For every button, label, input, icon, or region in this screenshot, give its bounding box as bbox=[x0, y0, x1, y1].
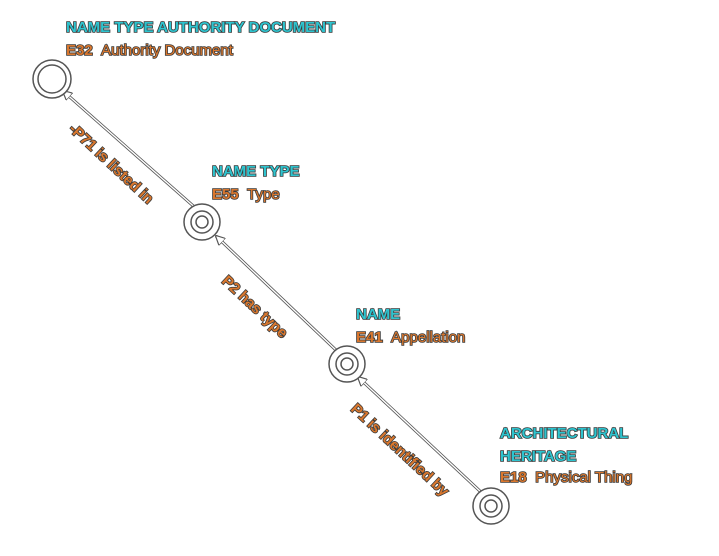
node-code-e18: E18 bbox=[500, 469, 527, 486]
node-title-e32: NAME TYPE AUTHORITY DOCUMENT bbox=[66, 19, 335, 36]
node-e55[interactable] bbox=[183, 203, 221, 241]
node-class-e55: Type bbox=[247, 186, 280, 203]
edge-p1[interactable] bbox=[358, 377, 484, 495]
node-code-e32: E32 bbox=[66, 42, 93, 59]
edge-p2[interactable] bbox=[216, 236, 340, 354]
node-title-e41: NAME bbox=[356, 306, 400, 323]
node-class-e32: Authority Document bbox=[101, 42, 234, 59]
node-code-e41: E41 bbox=[356, 329, 383, 346]
node-title-e55: NAME TYPE bbox=[212, 163, 300, 180]
edge-p71[interactable] bbox=[63, 91, 200, 213]
node-e32[interactable] bbox=[32, 59, 72, 99]
node-title-e18-line2: HERITAGE bbox=[500, 448, 576, 465]
node-code-e55: E55 bbox=[212, 186, 239, 203]
node-e18[interactable] bbox=[472, 487, 510, 525]
node-subtitle-e32: E32 Authority Document bbox=[66, 42, 234, 59]
node-class-e41: Appellation bbox=[391, 329, 465, 346]
node-e41[interactable] bbox=[328, 345, 366, 383]
node-title-e18-line1: ARCHITECTURAL bbox=[500, 425, 628, 442]
node-class-e18: Physical Thing bbox=[535, 469, 632, 486]
node-subtitle-e41: E41 Appellation bbox=[356, 329, 465, 346]
edge-label-p2: P2 has type bbox=[218, 272, 291, 341]
node-subtitle-e18: E18 Physical Thing bbox=[500, 469, 632, 486]
node-subtitle-e55: E55 Type bbox=[212, 186, 280, 203]
